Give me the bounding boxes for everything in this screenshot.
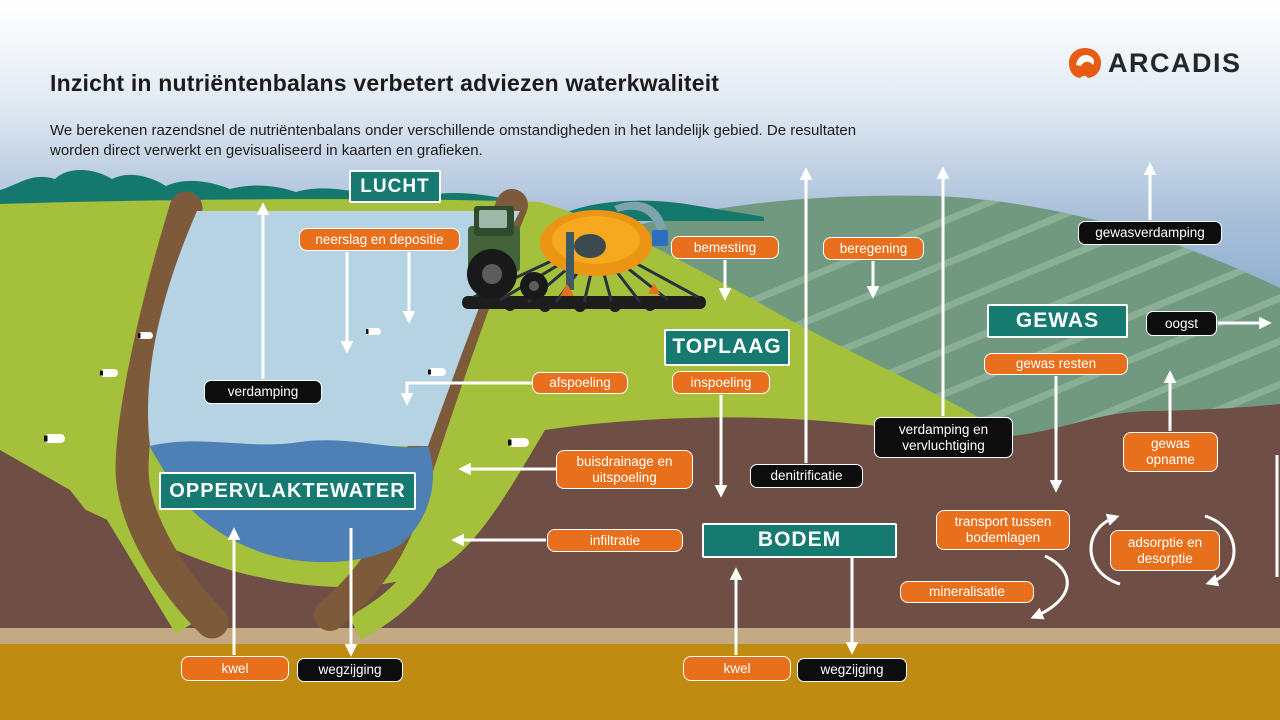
- zone-label-toplaag: TOPLAAG: [664, 329, 790, 366]
- label-afspoeling: afspoeling: [532, 372, 628, 394]
- zone-label-lucht: LUCHT: [349, 170, 441, 203]
- label-mineralisatie: mineralisatie: [900, 581, 1034, 603]
- tractor-illustration: [462, 201, 706, 312]
- arrow-afspoeling: [400, 381, 532, 406]
- sand-stripe: [0, 628, 1280, 644]
- arcadis-logo-text: ARCADIS: [1108, 47, 1242, 78]
- label-verdamping-en-vervluchtiging: verdamping en vervluchtiging: [874, 417, 1013, 458]
- label-gewas-resten: gewas resten: [984, 353, 1128, 375]
- label-kwel-rechts: kwel: [683, 656, 791, 681]
- label-buisdrainage-en-uitspoeling: buisdrainage en uitspoeling: [556, 450, 693, 489]
- zone-label-gewas: GEWAS: [987, 304, 1128, 338]
- label-kwel-links: kwel: [181, 656, 289, 681]
- label-verdamping: verdamping: [204, 380, 322, 404]
- label-denitrificatie: denitrificatie: [750, 464, 863, 488]
- label-beregening: beregening: [823, 237, 924, 260]
- label-gewasverdamping: gewasverdamping: [1078, 221, 1222, 245]
- arrow-adsorptie-cycle-right: [1204, 514, 1236, 587]
- label-infiltratie: infiltratie: [547, 529, 683, 552]
- label-gewas-opname: gewas opname: [1123, 432, 1218, 472]
- label-wegzijging-rechts: wegzijging: [797, 658, 907, 682]
- arrow-adsorptie-cycle-left: [1089, 513, 1121, 586]
- label-wegzijging-links: wegzijging: [297, 658, 403, 682]
- page-subtitle: We berekenen razendsnel de nutriëntenbal…: [50, 122, 857, 159]
- label-neerslag-en-depositie: neerslag en depositie: [299, 228, 460, 251]
- label-transport-tussen-bodemlagen: transport tussen bodemlagen: [936, 510, 1070, 550]
- arrow-transport-mineralisatie: [1030, 554, 1069, 620]
- flow-arrows: [227, 162, 1279, 657]
- label-inspoeling: inspoeling: [672, 371, 770, 394]
- zone-label-bodem: BODEM: [702, 523, 897, 558]
- drain-pipes: [44, 328, 529, 447]
- soil-layer: [0, 404, 1280, 628]
- arcadis-logo: ARCADIS: [1068, 46, 1244, 80]
- arcadis-logo-icon: [1069, 48, 1101, 78]
- label-bemesting: bemesting: [671, 236, 779, 259]
- zone-label-oppervlaktewater: OPPERVLAKTEWATER: [159, 472, 416, 510]
- page-title: Inzicht in nutriëntenbalans verbetert ad…: [50, 70, 720, 96]
- label-oogst: oogst: [1146, 311, 1217, 336]
- label-adsorptie-en-desorptie: adsorptie en desorptie: [1110, 530, 1220, 571]
